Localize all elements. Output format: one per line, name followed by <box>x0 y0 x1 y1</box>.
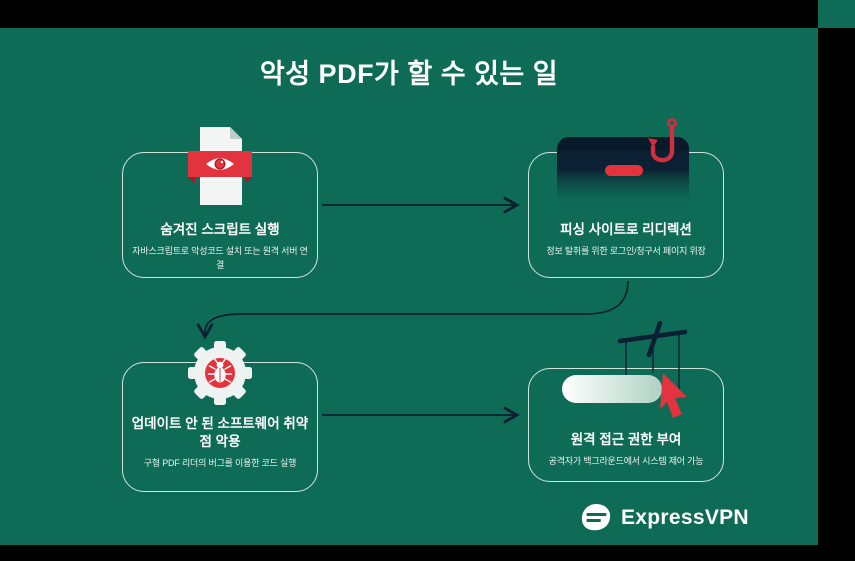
letterbox-top <box>0 0 818 28</box>
card-phishing-redirect: 피싱 사이트로 리디렉션 정보 탈취를 위한 로그인/청구서 페이지 위장 <box>528 118 724 278</box>
puppet-control-cursor-icon <box>560 321 692 425</box>
expressvpn-wordmark: ExpressVPN <box>621 505 749 529</box>
card-hidden-script: 숨겨진 스크립트 실행 자바스크립트로 악성코드 설치 또는 원격 서버 연결 <box>122 127 318 278</box>
card-title: 업데이트 안 된 소프트웨어 취약점 악용 <box>131 416 309 450</box>
gear-bug-icon <box>182 335 258 411</box>
card-title: 원격 접근 권한 부여 <box>570 432 682 447</box>
card-desc: 자바스크립트로 악성코드 설치 또는 원격 서버 연결 <box>132 246 308 270</box>
card-remote-access: 원격 접근 권한 부여 공격자가 백그라운드에서 시스템 제어 가능 <box>528 321 724 482</box>
card-desc: 공격자가 백그라운드에서 시스템 제어 가능 <box>548 456 704 467</box>
card-title: 피싱 사이트로 리디렉션 <box>560 222 692 237</box>
brand-logo: ExpressVPN <box>580 503 749 532</box>
page-title: 악성 PDF가 할 수 있는 일 <box>259 59 559 89</box>
pdf-eye-icon <box>186 125 254 207</box>
letterbox-bottom <box>0 545 818 561</box>
phishing-browser-hook-icon <box>551 115 701 213</box>
card-desc: 정보 탈취를 위한 로그인/청구서 페이지 위장 <box>546 246 706 257</box>
expressvpn-logo-icon <box>580 503 612 532</box>
card-title: 숨겨진 스크립트 실행 <box>160 222 280 237</box>
letterbox-right <box>818 28 855 561</box>
card-software-vulnerability: 업데이트 안 된 소프트웨어 취약점 악용 구형 PDF 리더의 버그를 이용한… <box>122 341 318 492</box>
card-desc: 구형 PDF 리더의 버그를 이용한 코드 실행 <box>143 458 297 469</box>
